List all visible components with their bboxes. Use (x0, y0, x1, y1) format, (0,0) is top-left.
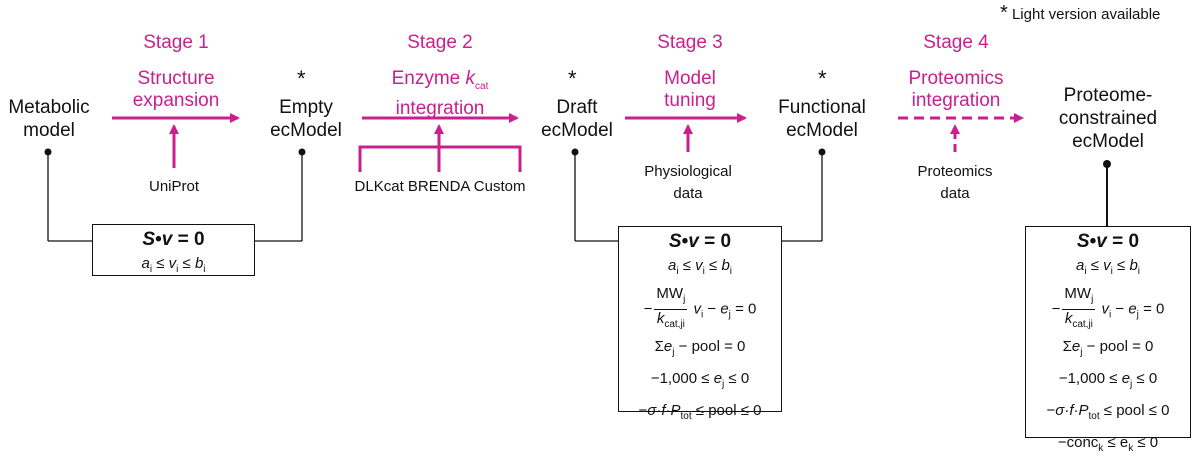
stage3-label: Stage 3 (657, 32, 723, 53)
empty-ecmodel-asterisk-icon: * (297, 66, 306, 91)
connector-lines (44, 113, 1111, 242)
asterisk-icon: * (1000, 2, 1008, 24)
basic-constraints-box: S•v = 0 ai ≤ vi ≤ bi (92, 224, 255, 276)
functional-ecmodel-asterisk-icon: * (818, 66, 827, 91)
draft-ecmodel-asterisk-icon: * (568, 66, 577, 91)
stage2-title: Enzyme kcat integration (391, 68, 489, 119)
stage2-label: Stage 2 (407, 32, 473, 53)
stage4-label: Stage 4 (923, 32, 989, 53)
stage1-label: Stage 1 (143, 32, 209, 53)
kcat-sources: DLKcat BRENDA Custom (354, 178, 526, 195)
light-version-note: * Light version available (1000, 2, 1161, 24)
uniprot-source: UniProt (148, 178, 200, 195)
ecmodel-pipeline-diagram: * Light version available Stage 1 Stage … (8, 2, 1191, 454)
